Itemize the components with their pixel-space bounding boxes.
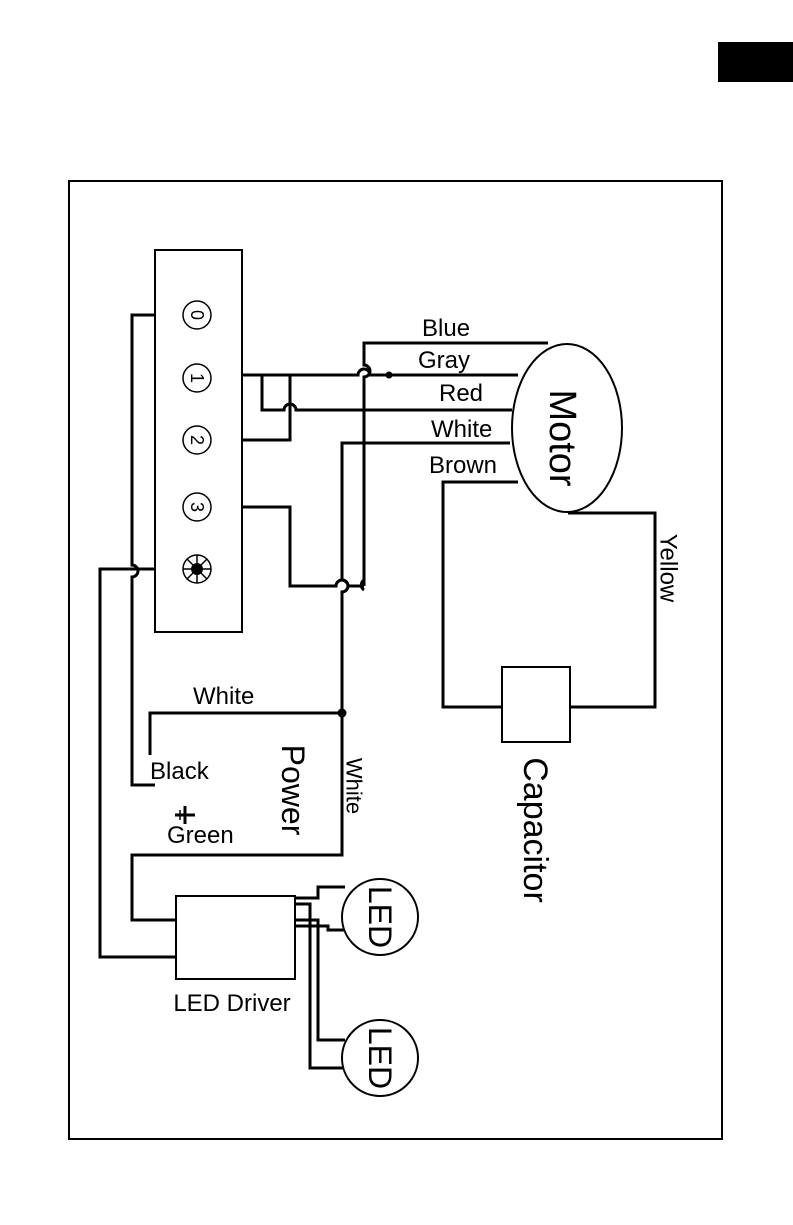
capacitor: Capacitor <box>502 667 570 903</box>
svg-text:0: 0 <box>187 310 207 320</box>
label-black: Black <box>150 758 210 785</box>
light-bulb-icon <box>183 555 211 583</box>
led-2: LED <box>342 1020 418 1096</box>
label-green: Green <box>167 822 234 849</box>
svg-text:LED: LED <box>362 886 398 948</box>
svg-text:Capacitor: Capacitor <box>516 757 554 903</box>
corner-tab <box>718 42 793 82</box>
svg-text:3: 3 <box>187 502 207 512</box>
label-brown: Brown <box>429 452 497 479</box>
label-red: Red <box>439 380 483 407</box>
label-white-vertical: White <box>342 758 367 814</box>
svg-text:LED: LED <box>362 1027 398 1089</box>
led-driver: LED Driver <box>173 896 295 1017</box>
label-gray: Gray <box>418 347 470 374</box>
svg-text:LED Driver: LED Driver <box>173 990 290 1017</box>
svg-text:1: 1 <box>187 373 207 383</box>
svg-text:Motor: Motor <box>541 389 583 486</box>
speed-switch: 0 1 2 3 <box>155 250 242 632</box>
label-white-motor: White <box>431 416 492 443</box>
svg-text:2: 2 <box>187 435 207 445</box>
label-power: Power <box>275 745 311 836</box>
led-1: LED <box>342 879 418 955</box>
label-yellow: Yellow <box>655 534 682 603</box>
motor: Motor <box>512 344 622 512</box>
label-white-power: White <box>193 683 254 710</box>
label-blue: Blue <box>422 315 470 342</box>
